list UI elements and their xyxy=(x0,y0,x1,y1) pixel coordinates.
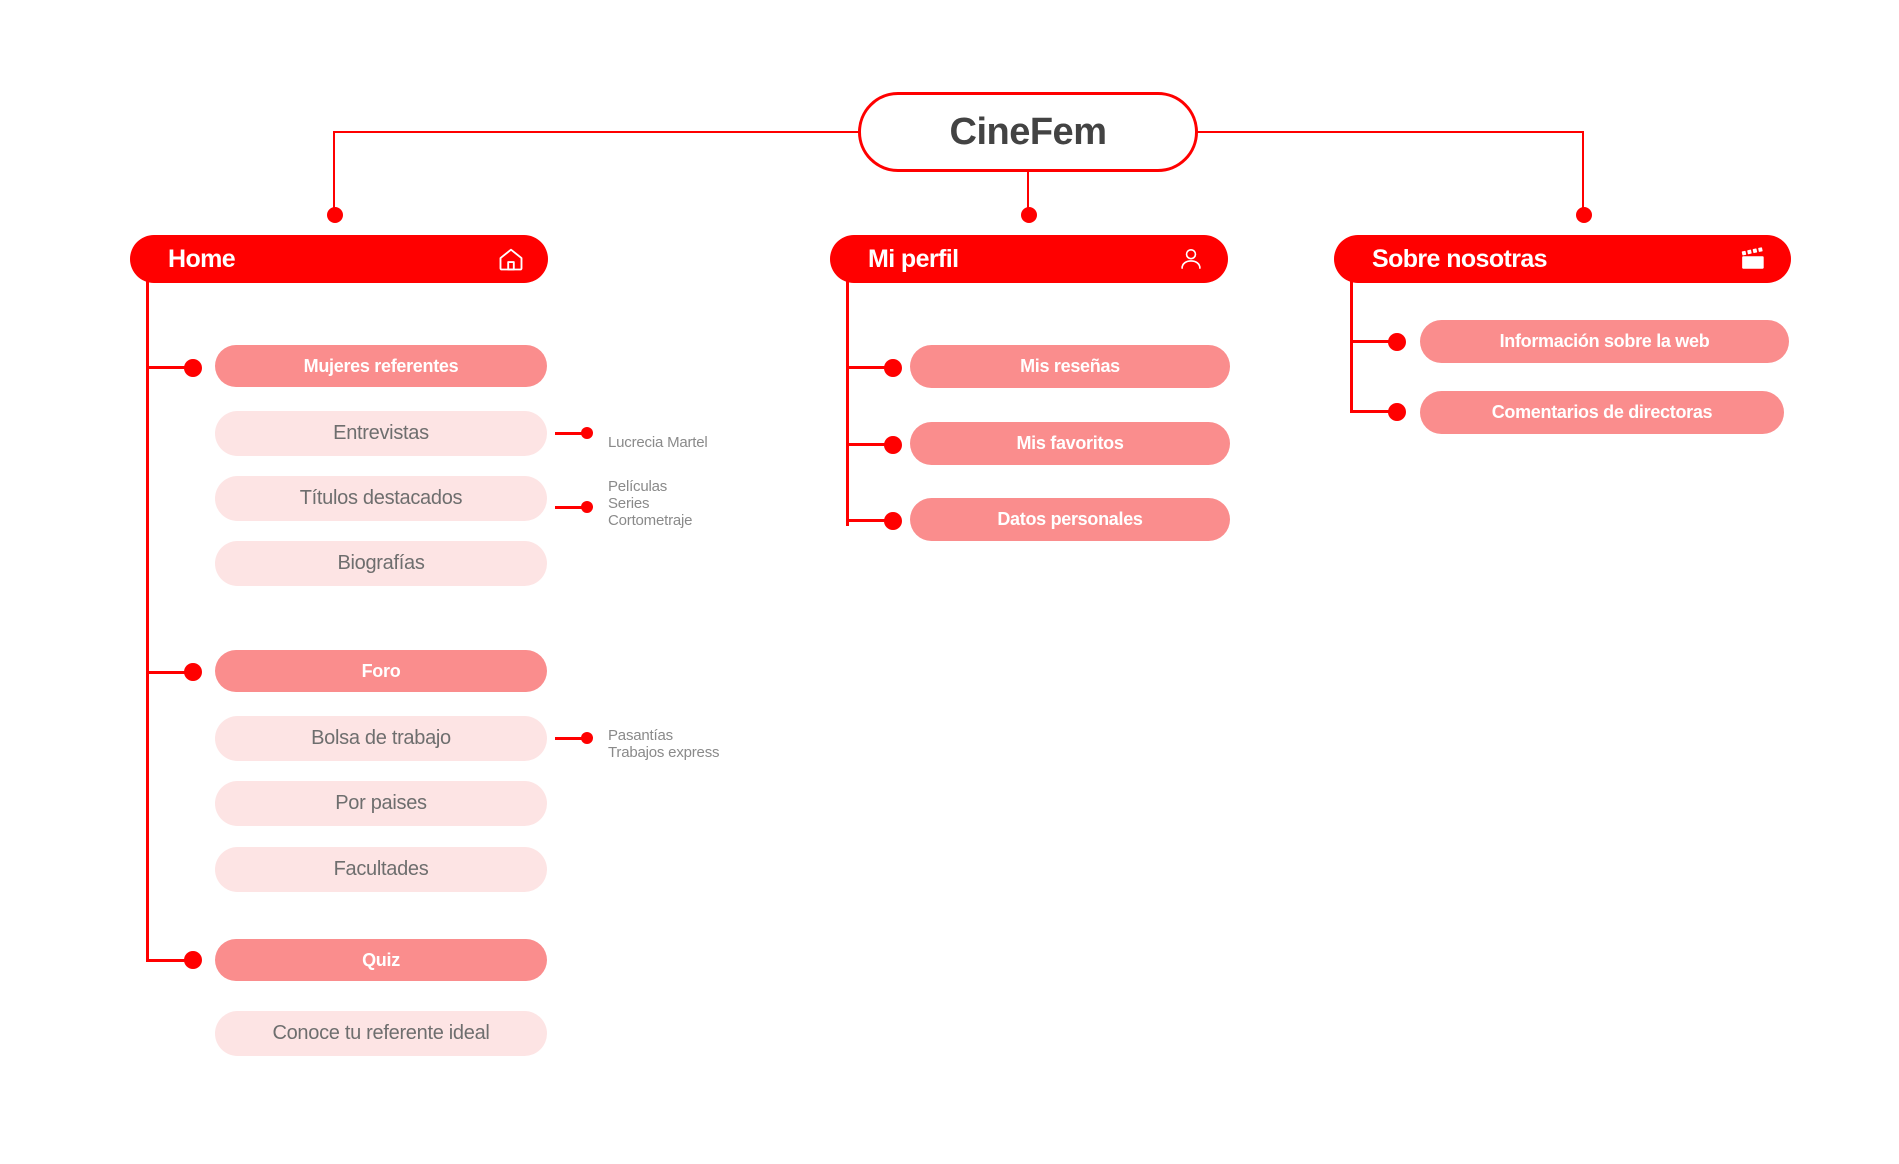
root-node-cinefem[interactable]: CineFem xyxy=(858,92,1198,172)
note-dot-titulos xyxy=(581,501,593,513)
node-label: Comentarios de directoras xyxy=(1491,402,1713,422)
note-line-entrevistas xyxy=(555,432,587,435)
node-datos-personales[interactable]: Datos personales xyxy=(910,498,1230,541)
section-header-sobre-nosotras-label: Sobre nosotras xyxy=(1372,244,1548,273)
home-icon xyxy=(496,244,526,274)
home-branch-line-3 xyxy=(146,959,192,962)
mi-perfil-branch-dot-1 xyxy=(884,359,902,377)
node-label: Facultades xyxy=(333,858,429,880)
home-branch-line-2 xyxy=(146,671,192,674)
sobre-nosotras-branch-line-2 xyxy=(1350,410,1396,413)
node-facultades[interactable]: Facultades xyxy=(215,847,547,892)
section-header-home[interactable]: Home xyxy=(130,235,548,283)
node-mis-favoritos[interactable]: Mis favoritos xyxy=(910,422,1230,465)
trunk-dot-home xyxy=(327,207,343,223)
note-line-bolsa xyxy=(555,737,587,740)
note-line-titulos xyxy=(555,506,587,509)
trunk-line-left-vertical xyxy=(333,131,335,213)
trunk-dot-sobre-nosotras xyxy=(1576,207,1592,223)
node-mis-resenas[interactable]: Mis reseñas xyxy=(910,345,1230,388)
node-label: Mis reseñas xyxy=(1020,356,1120,376)
note-dot-bolsa xyxy=(581,732,593,744)
trunk-line-right-vertical xyxy=(1582,131,1584,213)
sobre-nosotras-rail-vertical xyxy=(1350,280,1353,412)
section-header-home-label: Home xyxy=(168,244,236,273)
mi-perfil-branch-dot-3 xyxy=(884,512,902,530)
section-header-mi-perfil[interactable]: Mi perfil xyxy=(830,235,1228,283)
mi-perfil-branch-dot-2 xyxy=(884,436,902,454)
node-bolsa-de-trabajo[interactable]: Bolsa de trabajo xyxy=(215,716,547,761)
mi-perfil-branch-line-1 xyxy=(846,366,892,369)
node-label: Títulos destacados xyxy=(299,487,463,509)
node-por-paises[interactable]: Por paises xyxy=(215,781,547,826)
trunk-line-left xyxy=(333,131,860,133)
node-label: Datos personales xyxy=(997,509,1143,529)
node-entrevistas[interactable]: Entrevistas xyxy=(215,411,547,456)
node-informacion-sobre-la-web[interactable]: Información sobre la web xyxy=(1420,320,1789,363)
sobre-nosotras-branch-line-1 xyxy=(1350,340,1396,343)
node-conoce-tu-referente-ideal[interactable]: Conoce tu referente ideal xyxy=(215,1011,547,1056)
section-header-mi-perfil-label: Mi perfil xyxy=(868,244,959,273)
node-label: Mis favoritos xyxy=(1016,433,1124,453)
sobre-nosotras-branch-dot-2 xyxy=(1388,403,1406,421)
node-mujeres-referentes[interactable]: Mujeres referentes xyxy=(215,345,547,387)
node-label: Entrevistas xyxy=(333,422,429,444)
node-comentarios-de-directoras[interactable]: Comentarios de directoras xyxy=(1420,391,1784,434)
home-rail-vertical xyxy=(146,280,149,962)
sobre-nosotras-branch-dot-1 xyxy=(1388,333,1406,351)
home-branch-dot-3 xyxy=(184,951,202,969)
node-label: Biografías xyxy=(337,552,425,574)
root-node-label: CineFem xyxy=(949,110,1107,153)
home-branch-line-1 xyxy=(146,366,192,369)
home-branch-dot-2 xyxy=(184,663,202,681)
node-label: Mujeres referentes xyxy=(303,355,459,376)
node-label: Bolsa de trabajo xyxy=(311,727,451,749)
node-label: Por paises xyxy=(335,792,427,814)
node-foro[interactable]: Foro xyxy=(215,650,547,692)
mi-perfil-rail-vertical xyxy=(846,280,849,526)
node-label: Foro xyxy=(361,660,401,681)
mi-perfil-branch-line-3 xyxy=(846,519,892,522)
home-branch-dot-1 xyxy=(184,359,202,377)
node-label: Información sobre la web xyxy=(1499,331,1710,351)
note-entrevistas: Lucrecia Martel xyxy=(608,434,708,451)
user-icon xyxy=(1176,244,1206,274)
node-quiz[interactable]: Quiz xyxy=(215,939,547,981)
node-titulos-destacados[interactable]: Títulos destacados xyxy=(215,476,547,521)
note-dot-entrevistas xyxy=(581,427,593,439)
note-bolsa-de-trabajo: Pasantías Trabajos express xyxy=(608,727,720,761)
section-header-sobre-nosotras[interactable]: Sobre nosotras xyxy=(1334,235,1791,283)
node-label: Conoce tu referente ideal xyxy=(272,1022,490,1044)
trunk-line-center-vertical xyxy=(1027,172,1029,214)
note-titulos-destacados: Películas Series Cortometraje xyxy=(608,478,693,529)
clapperboard-icon xyxy=(1739,244,1769,274)
mi-perfil-branch-line-2 xyxy=(846,443,892,446)
trunk-dot-mi-perfil xyxy=(1021,207,1037,223)
trunk-line-right xyxy=(1196,131,1584,133)
node-label: Quiz xyxy=(362,949,400,970)
node-biografias[interactable]: Biografías xyxy=(215,541,547,586)
